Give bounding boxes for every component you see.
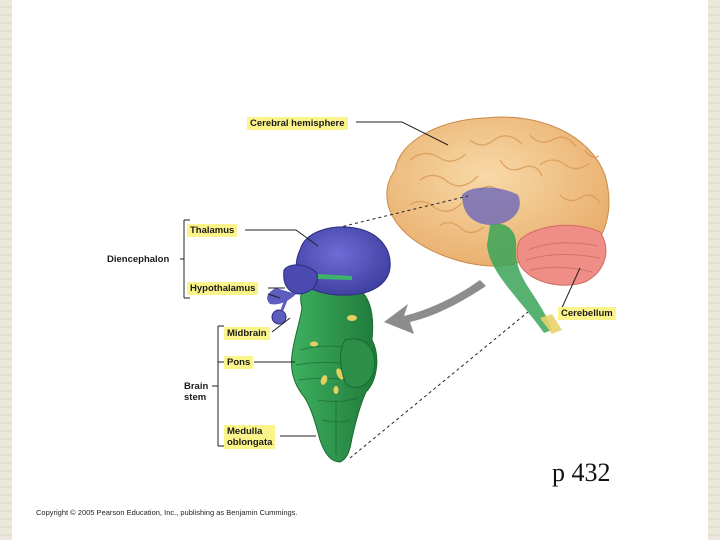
copyright-notice: Copyright © 2005 Pearson Education, Inc.… <box>36 508 298 517</box>
label-pons: Pons <box>224 356 254 369</box>
brainstem-faded <box>487 223 552 333</box>
label-cerebellum: Cerebellum <box>558 307 616 320</box>
gyri-texture <box>409 134 601 234</box>
hypothalamus-shape <box>283 264 318 295</box>
label-brain-stem-line2: stem <box>184 392 207 403</box>
leader-lines <box>180 121 581 447</box>
optic-stalk <box>267 288 296 305</box>
whole-brain-illustration <box>386 116 610 334</box>
label-diencephalon: Diencephalon <box>107 254 170 265</box>
left-frame-edge <box>0 0 12 540</box>
right-frame-edge <box>708 0 720 540</box>
label-brain-stem-line1: Brain <box>184 381 209 392</box>
direction-arrow <box>384 280 486 334</box>
label-medulla-line2: oblongata <box>227 437 273 448</box>
brainstem-shape <box>291 282 378 463</box>
label-medulla-line1: Medulla <box>227 426 263 437</box>
label-cerebral-hemisphere: Cerebral hemisphere <box>247 117 348 130</box>
page-number: p 432 <box>552 458 611 487</box>
pituitary-gland <box>271 309 287 325</box>
diencephalon-faded <box>462 187 520 226</box>
spinal-cord-faded <box>540 314 562 334</box>
label-midbrain: Midbrain <box>224 327 270 340</box>
cerebellum-shape <box>516 224 607 286</box>
label-medulla-oblongata: Medulla oblongata <box>224 425 276 449</box>
isolated-structures <box>267 226 391 463</box>
label-thalamus: Thalamus <box>187 224 238 237</box>
projection-lines <box>319 195 529 459</box>
pons-bulge <box>340 338 376 388</box>
cerebellum-folia <box>525 242 601 273</box>
label-hypothalamus: Hypothalamus <box>187 282 259 295</box>
thalamus-bar <box>318 274 352 280</box>
label-brain-stem: Brain stem <box>184 381 208 403</box>
